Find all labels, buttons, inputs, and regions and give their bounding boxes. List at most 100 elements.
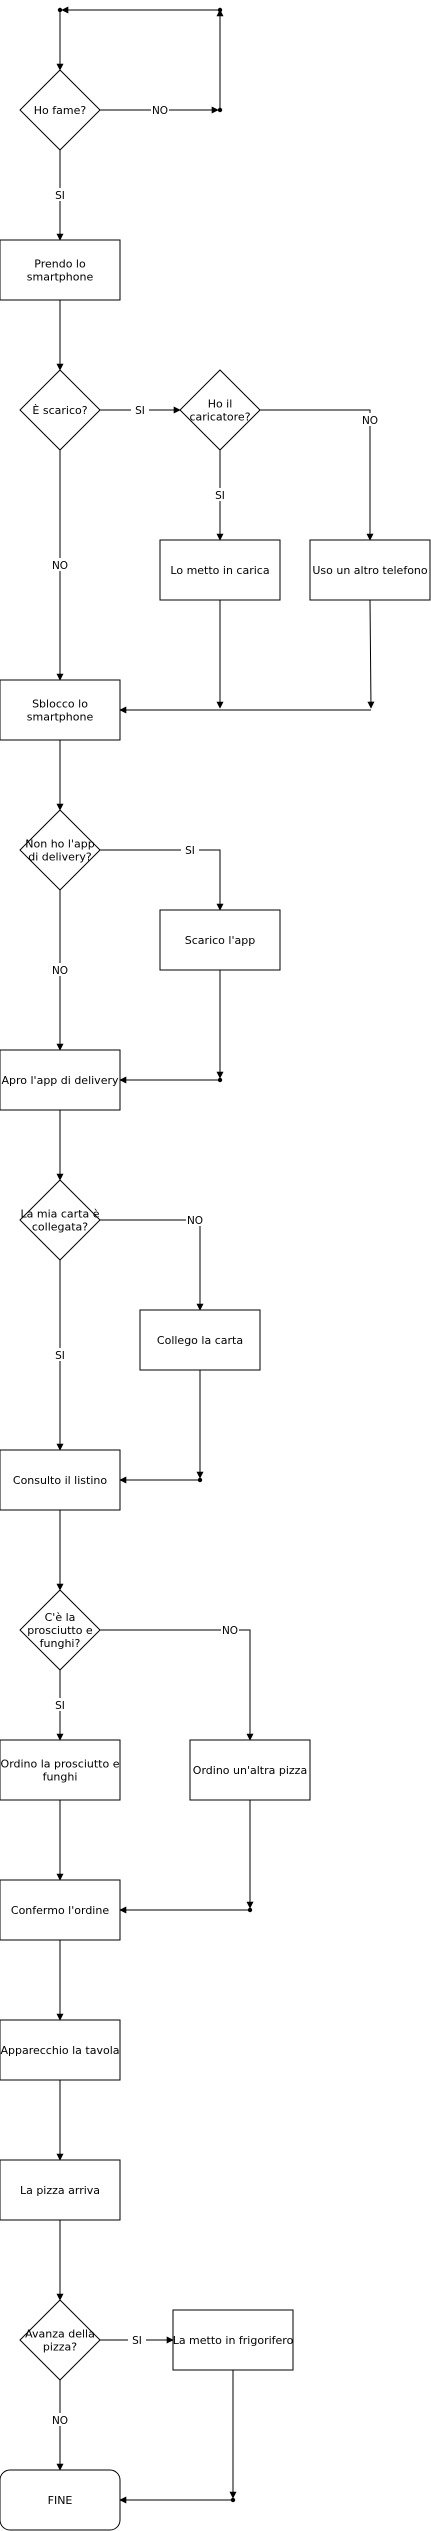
- node-label-line: Scarico l'app: [185, 934, 255, 947]
- node-label-line: prosciutto e: [27, 1624, 93, 1637]
- edge-funghi-no: [100, 1629, 254, 1741]
- node-label-line: Apro l'app di delivery: [1, 1074, 118, 1087]
- process-box: [189, 1739, 311, 1801]
- node-scarico-q: È scarico?: [19, 369, 101, 451]
- decision-diamond: [19, 69, 101, 151]
- svg-text:NO: NO: [362, 415, 378, 427]
- edge-carta-no: [100, 1219, 204, 1311]
- edge-label-si: SI: [51, 1698, 69, 1712]
- node-fame: Ho fame?: [19, 69, 101, 151]
- node-apro-app: Apro l'app di delivery: [0, 1049, 121, 1111]
- svg-text:NO: NO: [52, 560, 68, 572]
- node-label-line: FINE: [48, 2494, 73, 2507]
- process-box: [172, 2309, 294, 2371]
- edge-app-si: [100, 849, 224, 911]
- edge-connector: [367, 599, 375, 709]
- node-label-line: Ordino la prosciutto e: [1, 1758, 120, 1771]
- node-ordino-altra: Ordino un'altra pizza: [189, 1739, 311, 1801]
- node-arriva: La pizza arriva: [0, 2159, 121, 2221]
- node-confermo: Confermo l'ordine: [0, 1879, 121, 1941]
- node-altro-tel: Uso un altro telefono: [309, 539, 431, 601]
- decision-diamond: [19, 369, 101, 451]
- node-collego: Collego la carta: [139, 1309, 261, 1371]
- process-box: [0, 2019, 121, 2081]
- node-label-line: Lo metto in carica: [170, 564, 269, 577]
- edge-label-no: NO: [151, 103, 169, 117]
- process-box: [0, 2159, 121, 2221]
- node-label-line: Consulto il listino: [13, 1474, 107, 1487]
- node-label-line: Collego la carta: [157, 1334, 243, 1347]
- edge-label-si: SI: [181, 843, 199, 857]
- process-box: [0, 1739, 121, 1801]
- node-metto-carica: Lo metto in carica: [159, 539, 281, 601]
- node-label-line: funghi: [43, 1771, 78, 1784]
- decision-diamond: [19, 2299, 101, 2381]
- process-box: [309, 539, 431, 601]
- process-box: [159, 539, 281, 601]
- svg-text:SI: SI: [185, 845, 195, 857]
- process-box: [0, 1879, 121, 1941]
- node-label-line: Non ho l'app: [25, 838, 94, 851]
- node-label-line: Confermo l'ordine: [11, 1904, 109, 1917]
- edge-label-si: SI: [51, 1348, 69, 1362]
- process-box: [0, 679, 121, 741]
- svg-text:SI: SI: [132, 2335, 142, 2347]
- svg-text:SI: SI: [55, 1350, 65, 1362]
- node-label-line: C'è la: [45, 1611, 76, 1624]
- node-listino: Consulto il listino: [0, 1449, 121, 1511]
- edge-label-si: SI: [51, 188, 69, 202]
- node-label-line: Ho il: [208, 398, 233, 411]
- node-tavola: Apparecchio la tavola: [0, 2019, 121, 2081]
- svg-text:SI: SI: [55, 190, 65, 202]
- edge-label-no: NO: [51, 963, 69, 977]
- node-label-line: La pizza arriva: [20, 2184, 100, 2197]
- process-box: [0, 239, 121, 301]
- node-label-line: caricatore?: [189, 411, 250, 424]
- process-box: [0, 1449, 121, 1511]
- node-scarico-app: Scarico l'app: [159, 909, 281, 971]
- node-label-line: Apparecchio la tavola: [0, 2044, 119, 2057]
- edge-caricatore-no: [260, 409, 374, 541]
- node-label-line: Uso un altro telefono: [312, 564, 428, 577]
- node-label-line: smartphone: [27, 271, 94, 284]
- edge-label-no: NO: [361, 413, 379, 427]
- decision-diamond: [19, 1589, 101, 1671]
- node-label-line: collegata?: [32, 1221, 88, 1234]
- edge-label-si: SI: [131, 403, 149, 417]
- node-label-line: Avanza della: [25, 2328, 95, 2341]
- svg-text:NO: NO: [187, 1215, 203, 1227]
- decision-diamond: [179, 369, 261, 451]
- svg-text:SI: SI: [55, 1700, 65, 1712]
- edge-label-no: NO: [51, 2413, 69, 2427]
- edge-label-si: SI: [211, 488, 229, 502]
- decision-diamond: [19, 1179, 101, 1261]
- node-label-line: La metto in frigorifero: [173, 2334, 294, 2347]
- svg-text:NO: NO: [52, 965, 68, 977]
- edge-label-si: SI: [128, 2333, 146, 2347]
- node-frigo: La metto in frigorifero: [172, 2309, 294, 2371]
- terminal-box: [0, 2469, 121, 2531]
- edge-labels-layer: NO SI SI NO SI NO SI NO NO SI NO SI SI NO: [51, 103, 379, 2427]
- node-label-line: di delivery?: [28, 851, 92, 864]
- node-label-line: Sblocco lo: [32, 698, 88, 711]
- process-box: [139, 1309, 261, 1371]
- edge-label-no: NO: [221, 1623, 239, 1637]
- svg-text:SI: SI: [215, 490, 225, 502]
- edge-label-no: NO: [51, 558, 69, 572]
- node-label-line: funghi?: [40, 1637, 81, 1650]
- node-label-line: smartphone: [27, 711, 94, 724]
- node-label-line: pizza?: [43, 2341, 77, 2354]
- node-label-line: Prendo lo: [34, 258, 86, 271]
- process-box: [159, 909, 281, 971]
- decision-diamond: [19, 809, 101, 891]
- svg-text:NO: NO: [152, 105, 168, 117]
